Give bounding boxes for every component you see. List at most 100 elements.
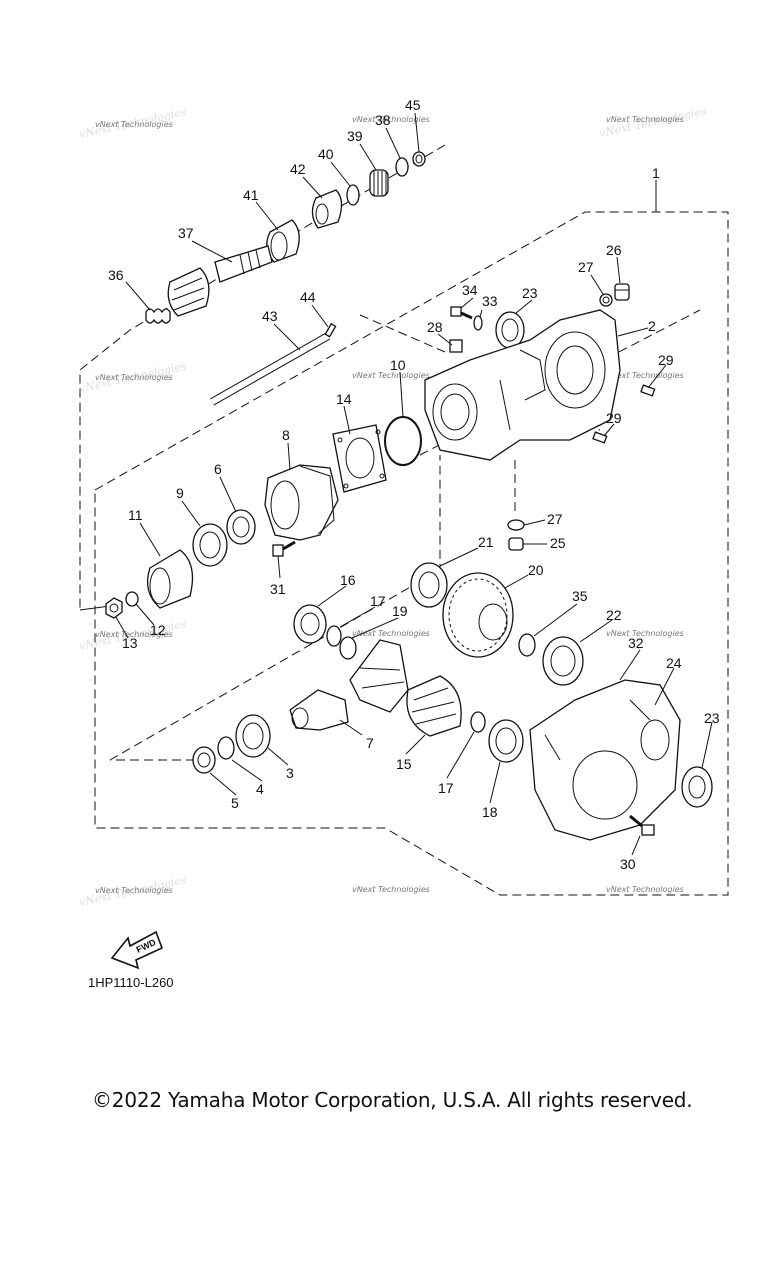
watermark: vNext Technologies: [95, 886, 173, 895]
callout-38: 38: [375, 112, 391, 128]
bevel-gear-set-7: [289, 639, 409, 731]
callout-6: 6: [214, 461, 222, 477]
callout-5: 5: [231, 795, 239, 811]
watermark: vNext Technologies: [95, 120, 173, 129]
callout-40: 40: [318, 146, 334, 162]
watermark: vNext Technologies: [95, 373, 173, 382]
bearing-3: [235, 714, 271, 758]
bearing-housing-8: [264, 464, 339, 541]
plug-26: [614, 283, 630, 301]
shim-17-upper: [326, 625, 342, 647]
cap-45: [412, 151, 426, 167]
pinion-15: [406, 675, 462, 737]
callout-23-lower: 23: [704, 710, 720, 726]
washer-27-lower: [507, 519, 525, 531]
bolt-30: [629, 814, 655, 836]
assembly-1-boundary: [94, 211, 729, 896]
callout-24: 24: [666, 655, 682, 671]
callout-15: 15: [396, 756, 412, 772]
callout-32: 32: [628, 635, 644, 651]
drain-plug-25: [508, 537, 524, 551]
callout-4: 4: [256, 781, 264, 797]
watermark: vNext Technologies: [606, 115, 684, 124]
spring-36: [145, 308, 171, 324]
leader-lines: [115, 112, 713, 856]
callout-30: 30: [620, 856, 636, 872]
callout-36: 36: [108, 267, 124, 283]
callout-29-lower: 29: [606, 410, 622, 426]
callout-25: 25: [550, 535, 566, 551]
assembly-boundaries: [79, 144, 729, 896]
callout-41: 41: [243, 187, 259, 203]
oring-33: [473, 315, 483, 331]
callout-labels: 45 38 39 40 42 41 37 36 1 26 27 34 33 23…: [108, 97, 720, 872]
bearing-21: [410, 562, 448, 608]
parts: [105, 151, 713, 841]
fwd-arrow-icon: FWD: [110, 930, 164, 970]
callout-3: 3: [286, 765, 294, 781]
callout-27-upper: 27: [578, 259, 594, 275]
bearing-16: [293, 604, 327, 644]
coupler-11: [146, 549, 194, 609]
bearing-9: [192, 523, 228, 567]
dowel-29-lower: [592, 431, 608, 444]
watermark: vNext Technologies: [606, 371, 684, 380]
callout-17-upper: 17: [370, 593, 386, 609]
callout-21: 21: [478, 534, 494, 550]
callout-17-lower: 17: [438, 780, 454, 796]
bolt-34: [450, 306, 473, 320]
bearing-18: [488, 719, 524, 763]
collar-42: [311, 189, 343, 229]
nut-13: [105, 597, 123, 619]
washer-4: [217, 736, 235, 760]
callout-2: 2: [648, 318, 656, 334]
gear-case-cover-24: [529, 679, 681, 841]
callout-43: 43: [262, 308, 278, 324]
callout-9: 9: [176, 485, 184, 501]
shim-17-lower: [470, 711, 486, 733]
callout-34: 34: [462, 282, 478, 298]
watermark: vNext Technologies: [352, 629, 430, 638]
gasket-14: [332, 424, 387, 493]
fitting-28: [449, 339, 463, 353]
washer-40: [346, 184, 360, 206]
callout-10: 10: [390, 357, 406, 373]
oring-10: [384, 416, 422, 466]
callout-37: 37: [178, 225, 194, 241]
bearing-6: [226, 509, 256, 545]
rod-43: [210, 332, 330, 406]
shim-19: [339, 636, 357, 660]
callout-29-upper: 29: [658, 352, 674, 368]
callout-8: 8: [282, 427, 290, 443]
callout-27-lower: 27: [547, 511, 563, 527]
housing-2: [424, 309, 621, 461]
callout-33: 33: [482, 293, 498, 309]
callout-28: 28: [427, 319, 443, 335]
nut-5: [192, 746, 216, 774]
ring-gear-20: [442, 572, 514, 658]
callout-26: 26: [606, 242, 622, 258]
washer-12: [125, 591, 139, 607]
callout-1: 1: [652, 165, 660, 181]
callout-35: 35: [572, 588, 588, 604]
washer-27: [599, 293, 613, 307]
callout-12: 12: [150, 622, 166, 638]
watermark: vNext Technologies: [352, 115, 430, 124]
callout-7: 7: [366, 735, 374, 751]
diagram-code: 1HP1110-L260: [88, 975, 174, 990]
callout-45: 45: [405, 97, 421, 113]
copyright-notice: ©2022 Yamaha Motor Corporation, U.S.A. A…: [92, 1088, 693, 1112]
bolt-31: [272, 540, 296, 557]
callout-11: 11: [128, 507, 143, 523]
shim-35: [518, 633, 536, 657]
callout-18: 18: [482, 804, 498, 820]
callout-14: 14: [336, 391, 352, 407]
pin-44: [324, 322, 337, 338]
callout-44: 44: [300, 289, 316, 305]
callout-31: 31: [270, 581, 286, 597]
bearing-41: [266, 219, 300, 263]
callout-42: 42: [290, 161, 306, 177]
bearing-22: [542, 636, 584, 686]
circlip-38: [395, 157, 409, 177]
oil-seal-23-upper: [495, 311, 525, 349]
